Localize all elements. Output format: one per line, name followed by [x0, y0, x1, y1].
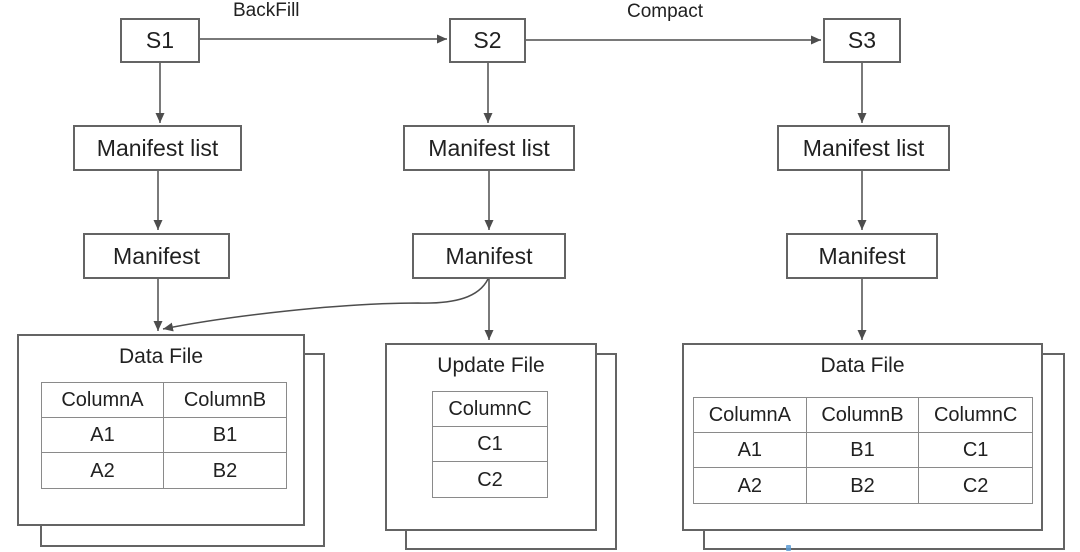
table-header-cell: ColumnC	[433, 392, 547, 427]
blue-anchor-artifact	[786, 545, 791, 551]
edge-label-compact: Compact	[627, 1, 704, 22]
data-file-3-table: ColumnA ColumnB ColumnC A1 B1 C1 A2 B2 C…	[693, 397, 1033, 504]
manifest-list-s3-label: Manifest list	[802, 134, 925, 161]
table-header-cell: ColumnA	[42, 383, 164, 418]
table-header-cell: ColumnB	[806, 398, 920, 433]
table-cell: A1	[694, 433, 807, 468]
data-file-3-title: Data File	[820, 354, 905, 377]
table-cell: A1	[42, 418, 164, 453]
manifest-list-s1-box: Manifest list	[73, 125, 242, 171]
update-file-title: Update File	[437, 354, 545, 377]
snapshot-s3-label: S3	[847, 27, 877, 53]
snapshot-s2-box: S2	[449, 18, 526, 63]
manifest-list-s2-box: Manifest list	[403, 125, 575, 171]
table-header-cell: ColumnC	[919, 398, 1032, 433]
snapshot-s3-box: S3	[823, 18, 901, 63]
manifest-list-s2-label: Manifest list	[428, 134, 550, 161]
table-cell: A2	[42, 453, 164, 488]
snapshot-s1-label: S1	[145, 27, 175, 53]
edge-label-backfill: BackFill	[233, 0, 300, 21]
table-cell: B2	[212, 459, 238, 482]
table-cell: B1	[806, 433, 920, 468]
snapshot-s2-label: S2	[473, 27, 502, 53]
manifest-s1-box: Manifest	[83, 233, 230, 279]
table-cell: B2	[807, 468, 920, 503]
table-cell: C1	[919, 433, 1032, 468]
table-header-cell: ColumnB	[164, 383, 286, 418]
manifest-s3-box: Manifest	[786, 233, 938, 279]
manifest-s2-label: Manifest	[445, 242, 533, 269]
manifest-s2-box: Manifest	[412, 233, 566, 279]
table-cell: C2	[477, 468, 503, 491]
update-file-table: ColumnC C1 C2	[432, 391, 548, 498]
manifest-s3-label: Manifest	[818, 242, 906, 269]
table-cell: B1	[164, 418, 286, 453]
table-cell: C2	[962, 474, 989, 497]
table-cell: C1	[433, 427, 547, 462]
curved-arrow-manifest2-to-data-file-1	[162, 278, 489, 332]
snapshot-s1-box: S1	[120, 18, 200, 63]
data-file-1-title: Data File	[118, 345, 204, 368]
manifest-s1-label: Manifest	[113, 242, 200, 269]
table-cell: A2	[694, 468, 807, 503]
data-file-1-table: ColumnA ColumnB A1 B1 A2 B2	[41, 382, 287, 489]
manifest-list-s3-box: Manifest list	[777, 125, 950, 171]
manifest-list-s1-label: Manifest list	[96, 134, 219, 161]
table-header-cell: ColumnA	[694, 398, 807, 433]
